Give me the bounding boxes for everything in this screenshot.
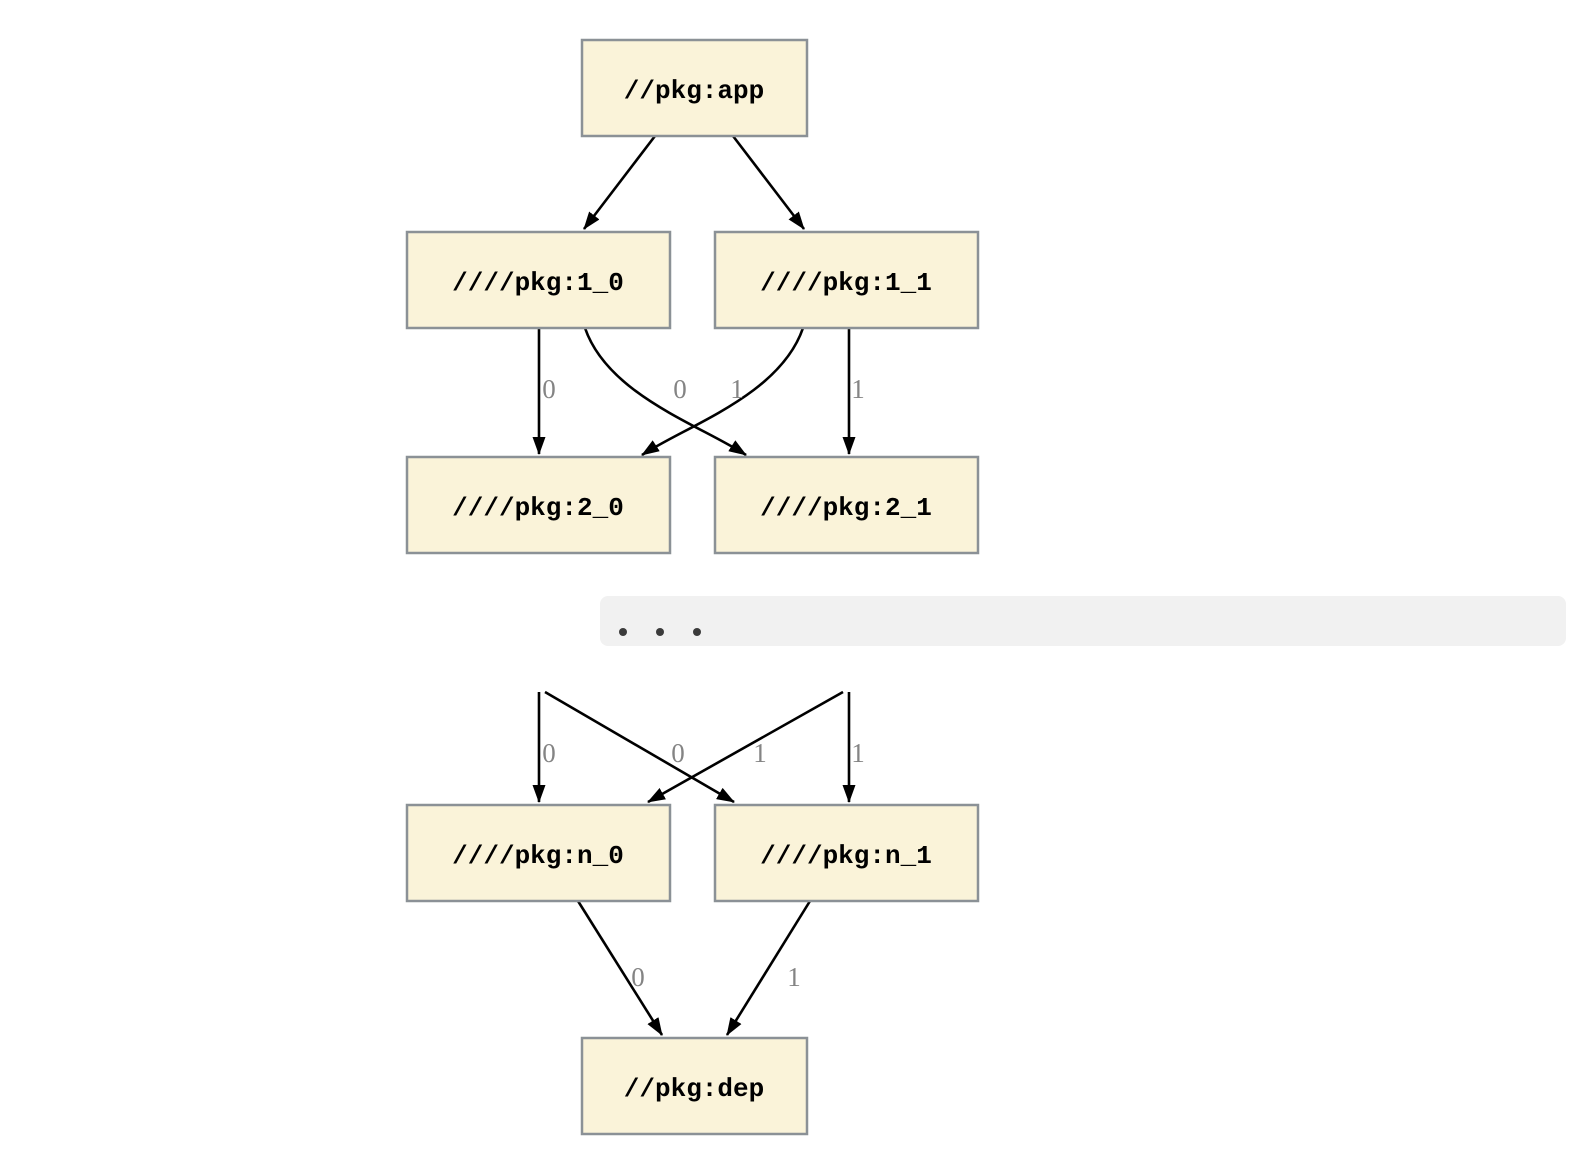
edge-label-1_1-to-2_1: 1 [851, 374, 865, 404]
edge-1_0-to-2_1 [583, 327, 747, 457]
edge-label-1_0-to-2_1: 1 [730, 374, 744, 404]
ellipsis-dot [656, 628, 664, 636]
node-pkg-n_1-label: ////pkg:n_1 [760, 841, 932, 871]
node-pkg-n_0-box [405, 803, 672, 903]
ellipsis-band [600, 596, 1566, 646]
edge-label-n_0-to-dep: 0 [631, 962, 645, 992]
node-pkg-n_0: ////pkg:n_0 [405, 803, 672, 903]
node-app-box [580, 38, 809, 138]
edge-label-1_0-to-2_0: 0 [542, 374, 556, 404]
node-pkg-1_1-box [713, 230, 980, 330]
node-pkg-n_1: ////pkg:n_1 [713, 803, 980, 903]
node-pkg-n_1-box [713, 803, 980, 903]
ellipsis-dot [619, 628, 627, 636]
node-pkg-2_1: ////pkg:2_1 [713, 455, 980, 555]
node-pkg-1_0-label: ////pkg:1_0 [452, 268, 624, 298]
edge-app-to-1_1 [731, 135, 806, 230]
node-app: //pkg:app [580, 38, 809, 138]
node-pkg-1_0-box [405, 230, 672, 330]
edge-label-prev-to-n_0-cross: 0 [671, 738, 685, 768]
node-dep-box [580, 1036, 809, 1136]
node-app-label: //pkg:app [624, 76, 764, 106]
edge-label-1_1-to-2_0: 0 [673, 374, 687, 404]
node-pkg-2_0-box [405, 455, 672, 555]
node-pkg-n_0-label: ////pkg:n_0 [452, 841, 624, 871]
node-dep-label: //pkg:dep [624, 1074, 764, 1104]
edge-app-to-1_0 [582, 135, 657, 230]
ellipsis-band-background [600, 596, 1566, 646]
node-pkg-2_1-box [713, 455, 980, 555]
node-pkg-2_1-label: ////pkg:2_1 [760, 493, 932, 523]
edge-n_0-to-dep [576, 900, 664, 1036]
edge-1_1-to-2_0 [641, 327, 805, 457]
edge-label-n_1-to-dep: 1 [787, 962, 801, 992]
node-pkg-1_1: ////pkg:1_1 [713, 230, 980, 330]
node-pkg-2_0: ////pkg:2_0 [405, 455, 672, 555]
node-pkg-2_0-label: ////pkg:2_0 [452, 493, 624, 523]
node-pkg-1_0: ////pkg:1_0 [405, 230, 672, 330]
edge-label-prev-to-n_1: 1 [851, 738, 865, 768]
ellipsis-dot [693, 628, 701, 636]
node-pkg-1_1-label: ////pkg:1_1 [760, 268, 932, 298]
edge-prev-to-n_1-cross [544, 690, 735, 804]
edge-label-prev-to-n_0: 0 [542, 738, 556, 768]
edge-n_1-to-dep [725, 900, 812, 1036]
edge-prev-to-n_0-cross [647, 690, 844, 804]
node-dep: //pkg:dep [580, 1036, 809, 1136]
edge-label-prev-to-n_1-cross: 1 [753, 738, 767, 768]
